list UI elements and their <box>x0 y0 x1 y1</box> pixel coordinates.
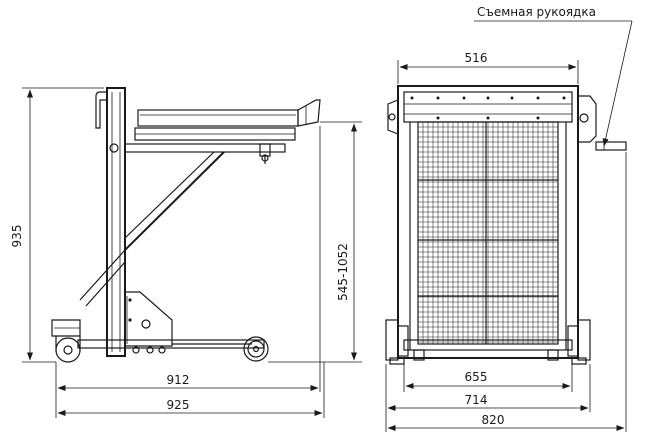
dim-len1: 912 <box>167 373 190 387</box>
dim-height: 935 <box>10 225 24 248</box>
front-wheel <box>243 336 269 362</box>
left-caster <box>385 319 399 361</box>
leader-callout: Съемная рукоядка <box>474 5 633 147</box>
dim-len2: 925 <box>167 398 190 412</box>
front-dimensions: 516 655 714 820 <box>385 51 627 432</box>
right-handle <box>578 95 597 143</box>
left-handle <box>387 99 399 135</box>
removable-grip <box>595 141 627 151</box>
brace <box>124 151 225 251</box>
dim-w-top: 516 <box>465 51 488 65</box>
front-frame <box>397 85 579 359</box>
arm <box>124 143 286 153</box>
tray <box>137 109 299 127</box>
handle <box>95 96 107 129</box>
dim-w655: 655 <box>465 370 488 384</box>
base-plate <box>124 291 173 347</box>
side-view <box>51 87 321 363</box>
rear-wheel <box>55 337 81 363</box>
mast <box>106 87 126 357</box>
dim-range: 545-1052 <box>336 243 350 301</box>
side-dimensions: 935 545-1052 912 925 <box>10 87 362 418</box>
front-view <box>385 85 627 365</box>
mesh-grid <box>418 122 558 344</box>
dim-w820: 820 <box>482 413 505 427</box>
dim-w714: 714 <box>465 393 488 407</box>
tray-nozzle <box>297 99 321 127</box>
right-caster <box>577 319 591 361</box>
front-bottom-rail <box>403 339 573 351</box>
bolts <box>410 96 566 120</box>
removable-handle-label: Съемная рукоядка <box>477 5 596 19</box>
